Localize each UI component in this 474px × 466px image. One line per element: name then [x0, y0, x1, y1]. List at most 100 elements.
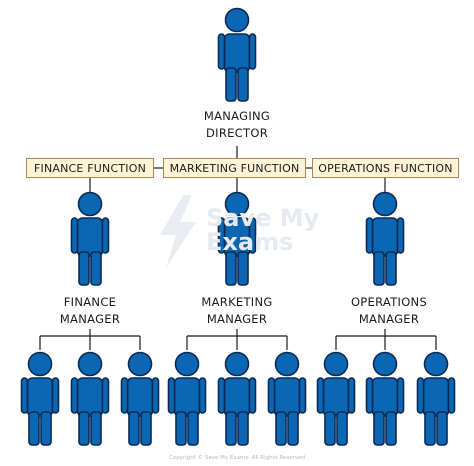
right-arm	[51, 377, 60, 414]
head	[274, 351, 300, 377]
finance-team-member-figure-3	[120, 351, 160, 446]
marketing-team-member-figure-1	[167, 351, 207, 446]
right-arm	[248, 377, 257, 414]
torso	[76, 217, 104, 257]
operations-team-member-figure-3	[416, 351, 456, 446]
left-leg	[78, 411, 90, 446]
left-arm	[70, 217, 79, 254]
left-arm	[217, 217, 226, 254]
operations-team-member-figure-2	[365, 351, 405, 446]
torso	[223, 377, 251, 417]
marketing-manager-line-2: MANAGER	[206, 312, 268, 326]
left-arm	[267, 377, 276, 414]
people-figures	[20, 7, 456, 446]
left-arm	[316, 377, 325, 414]
right-leg	[287, 411, 299, 446]
head	[224, 351, 250, 377]
torso	[223, 33, 251, 73]
right-leg	[436, 411, 448, 446]
head	[77, 351, 103, 377]
marketing-manager-label: MARKETING MANAGER	[187, 294, 287, 328]
finance-function-box: FINANCE FUNCTION	[26, 158, 154, 178]
right-arm	[248, 217, 257, 254]
bolt-watermark-icon	[160, 195, 196, 268]
finance-manager-label: FINANCE MANAGER	[40, 294, 140, 328]
left-leg	[28, 411, 40, 446]
operations-manager-figure	[365, 191, 405, 286]
right-leg	[237, 411, 249, 446]
marketing-function-box: MARKETING FUNCTION	[163, 158, 306, 178]
torso	[371, 377, 399, 417]
head	[174, 351, 200, 377]
right-leg	[140, 411, 152, 446]
finance-manager-line-1: FINANCE	[63, 295, 117, 309]
torso	[422, 377, 450, 417]
left-leg	[175, 411, 187, 446]
marketing-team-member-figure-2	[217, 351, 257, 446]
head	[372, 191, 398, 217]
torso	[126, 377, 154, 417]
operations-team-member-figure-1	[316, 351, 356, 446]
head	[423, 351, 449, 377]
torso	[273, 377, 301, 417]
left-arm	[20, 377, 29, 414]
operations-function-box: OPERATIONS FUNCTION	[312, 158, 459, 178]
head	[77, 191, 103, 217]
marketing-team-member-figure-3	[267, 351, 307, 446]
operations-manager-line-2: MANAGER	[358, 312, 420, 326]
left-arm	[120, 377, 129, 414]
torso	[173, 377, 201, 417]
left-leg	[78, 251, 90, 286]
torso	[76, 377, 104, 417]
left-arm	[416, 377, 425, 414]
left-arm	[365, 377, 374, 414]
left-arm	[167, 377, 176, 414]
right-leg	[336, 411, 348, 446]
right-leg	[237, 67, 249, 102]
head	[27, 351, 53, 377]
right-leg	[90, 411, 102, 446]
right-leg	[237, 251, 249, 286]
finance-team-member-figure-2	[70, 351, 110, 446]
left-arm	[365, 217, 374, 254]
watermark-line-1: Save My	[206, 204, 320, 232]
right-arm	[248, 33, 257, 70]
left-leg	[324, 411, 336, 446]
right-arm	[198, 377, 207, 414]
left-arm	[217, 33, 226, 70]
head	[224, 191, 250, 217]
head	[323, 351, 349, 377]
finance-team-member-figure-1	[20, 351, 60, 446]
watermark-text: Save My Exams	[206, 206, 319, 254]
head	[224, 7, 250, 33]
left-leg	[373, 411, 385, 446]
left-leg	[373, 251, 385, 286]
left-leg	[128, 411, 140, 446]
right-arm	[396, 377, 405, 414]
right-leg	[40, 411, 52, 446]
torso	[322, 377, 350, 417]
left-arm	[217, 377, 226, 414]
right-leg	[90, 251, 102, 286]
managing-director-line-1: MANAGING	[203, 109, 271, 123]
torso	[371, 217, 399, 257]
operations-manager-label: OPERATIONS MANAGER	[334, 294, 444, 328]
watermark-line-2: Exams	[206, 228, 294, 256]
finance-manager-figure	[70, 191, 110, 286]
connector-lines	[39, 146, 437, 350]
left-leg	[225, 411, 237, 446]
right-arm	[396, 217, 405, 254]
left-leg	[225, 251, 237, 286]
right-leg	[385, 411, 397, 446]
right-leg	[385, 251, 397, 286]
right-leg	[187, 411, 199, 446]
marketing-manager-line-1: MARKETING	[201, 295, 273, 309]
head	[127, 351, 153, 377]
finance-manager-line-2: MANAGER	[59, 312, 121, 326]
left-leg	[225, 67, 237, 102]
right-arm	[101, 217, 110, 254]
left-arm	[70, 377, 79, 414]
head	[372, 351, 398, 377]
managing-director-figure	[217, 7, 257, 102]
